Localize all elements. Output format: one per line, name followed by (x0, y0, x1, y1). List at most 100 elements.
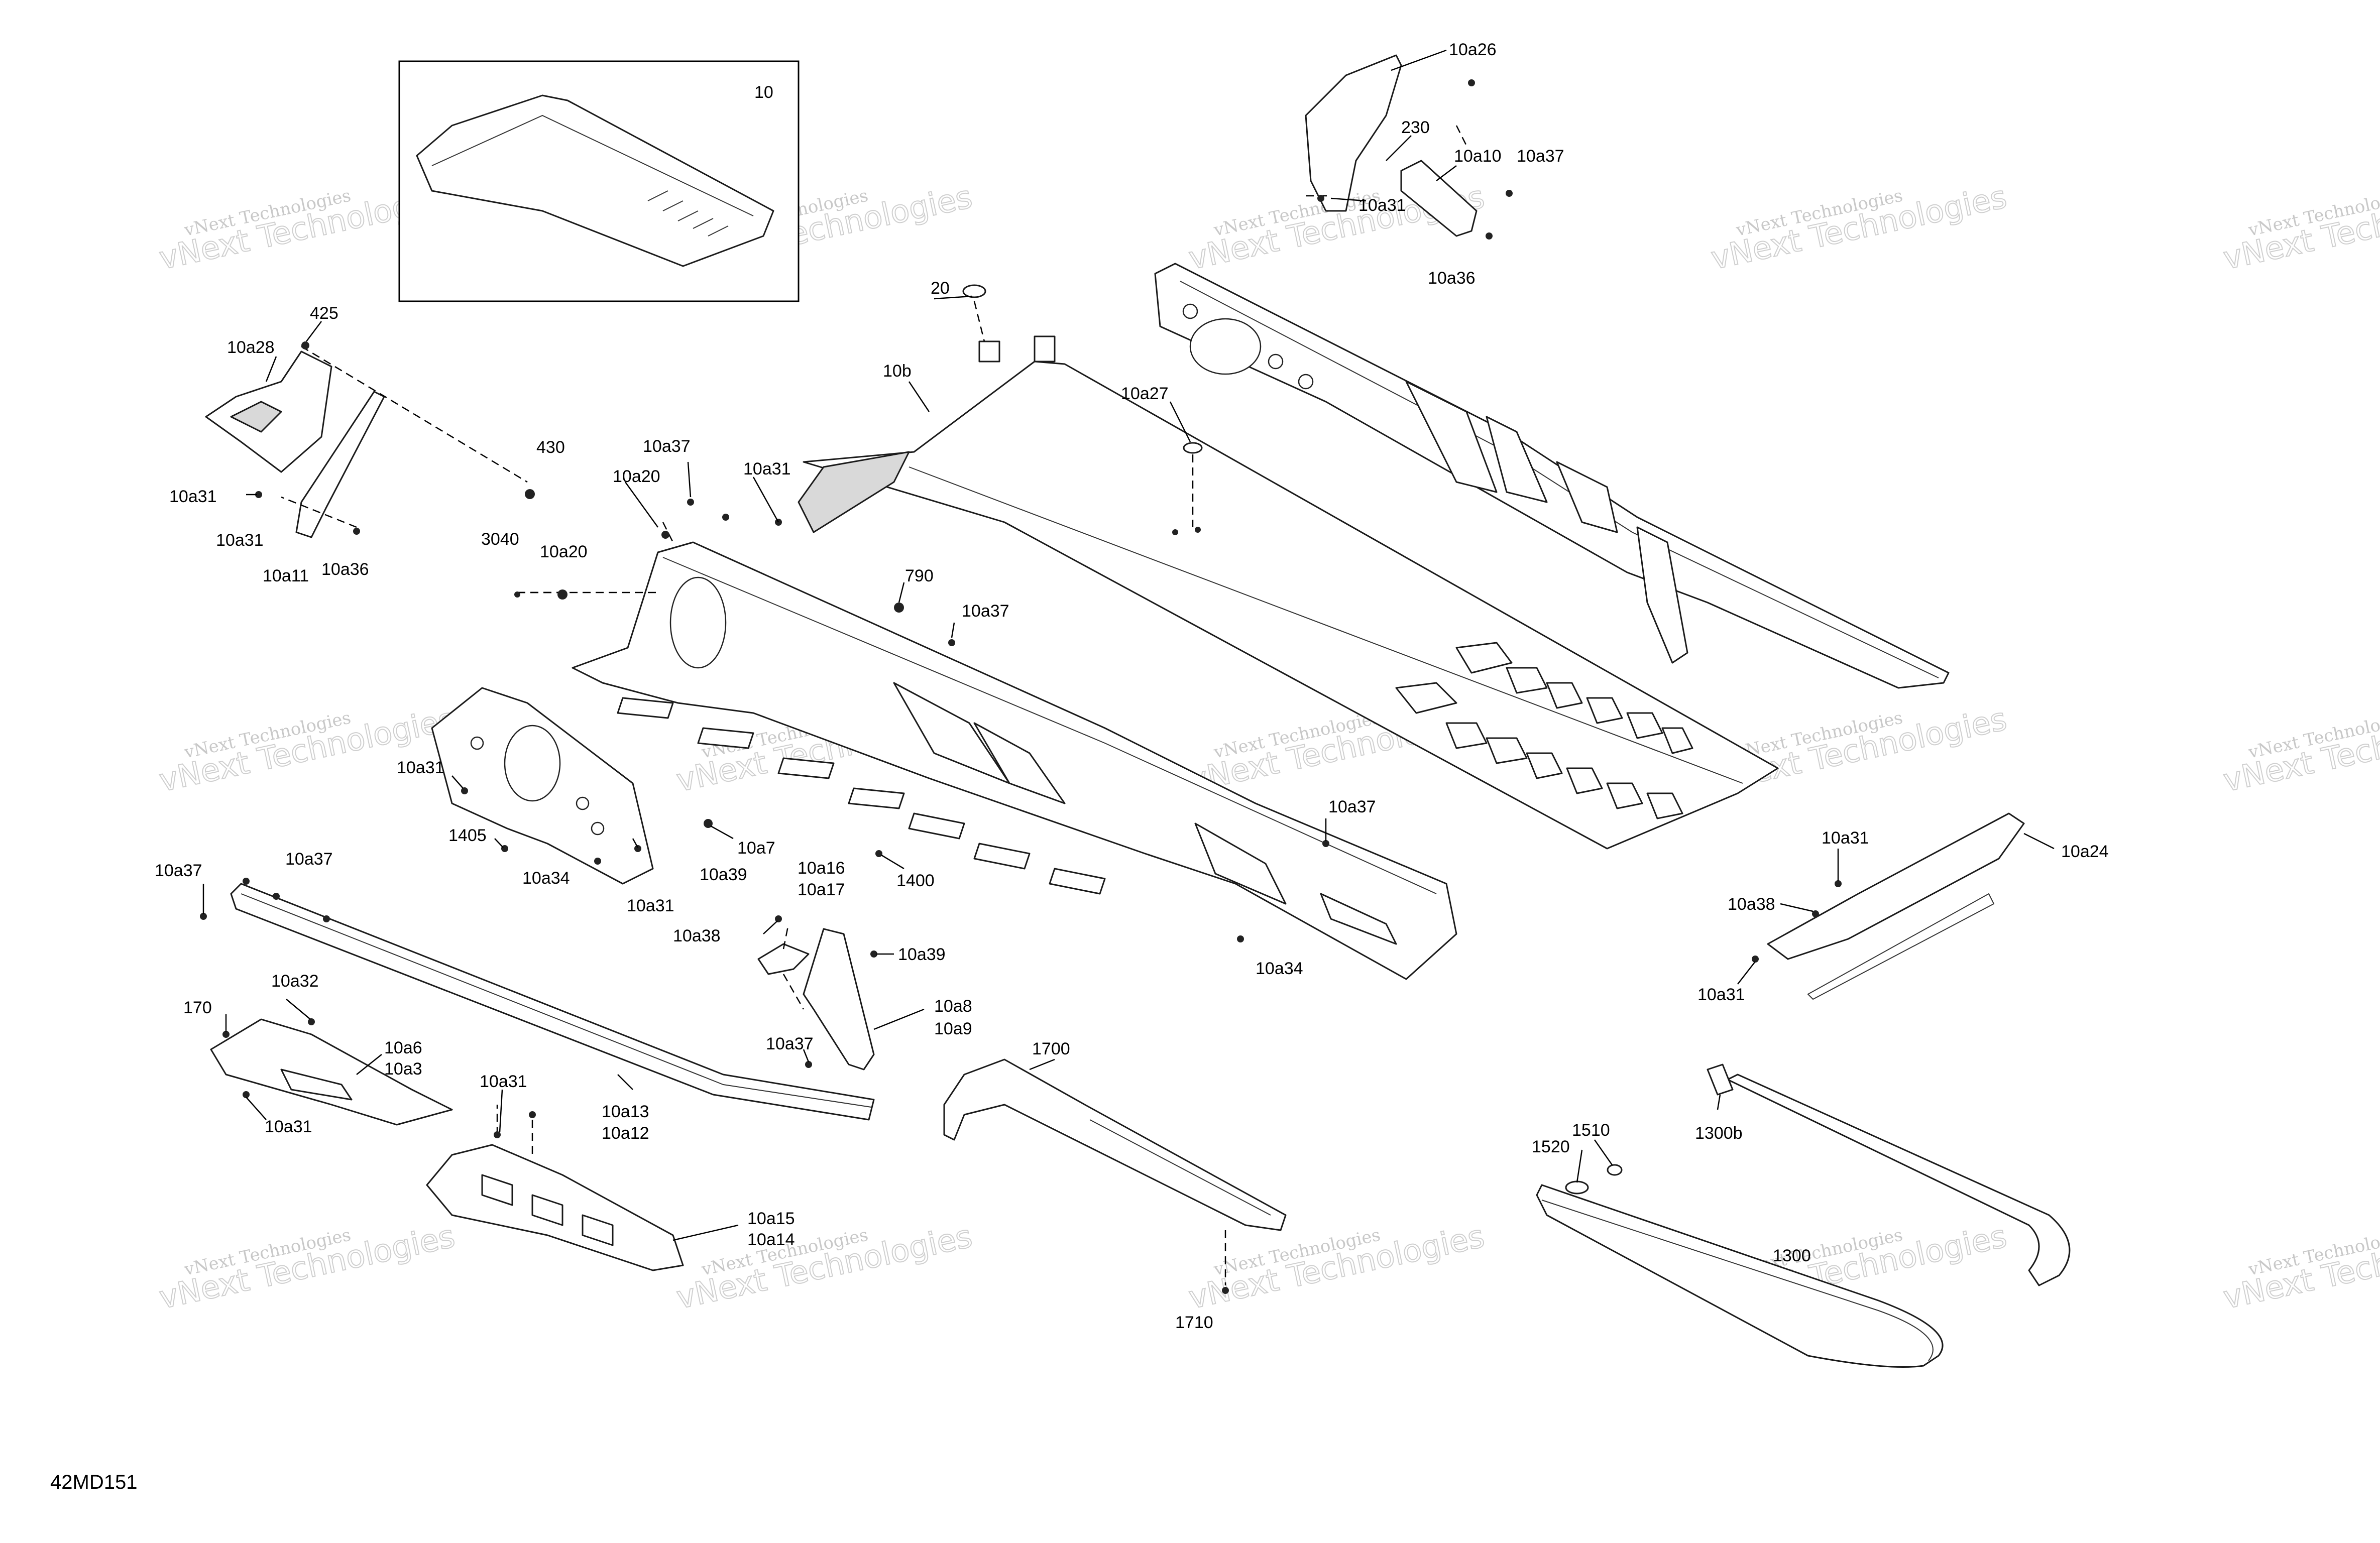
callout-label: 10a34 (522, 869, 570, 888)
callout-label: 1710 (1175, 1313, 1213, 1332)
right-rail-hole (1182, 303, 1198, 319)
callout-label: 10a37 (643, 437, 691, 456)
plug-20 (962, 284, 986, 298)
top-plate-edge (909, 466, 1743, 784)
bracket-1700-outline (943, 1058, 1287, 1231)
inner-plate-hole (591, 821, 605, 836)
callout-label: 10a37 (962, 602, 1009, 621)
support-slot (531, 1194, 563, 1226)
assembly-lines (281, 125, 1467, 1285)
inset-tunnel-vents (647, 190, 729, 236)
callout-label: 10a20 (613, 467, 660, 486)
bracket-1700 (943, 1058, 1287, 1231)
inner-plate-hole (470, 736, 484, 750)
inner-plate-hole-large (504, 725, 561, 802)
watermark-text: vNext Technologies (2220, 700, 2380, 799)
callout-label: 10a6 (384, 1038, 422, 1057)
left-rear-bracket (205, 350, 385, 538)
callout-label: 10a36 (1428, 269, 1476, 288)
callout-label: 10a15 (747, 1209, 795, 1228)
callout-label: 10a16 (798, 859, 845, 878)
bumper-loop-side (1727, 1074, 2071, 1286)
fastener (1172, 529, 1178, 535)
callout-label: 10a34 (1256, 959, 1303, 978)
callout-label: 10a31 (627, 896, 674, 915)
callout-label: 3040 (481, 530, 519, 549)
callout-label: 10a31 (1358, 196, 1406, 215)
callout-label: 1300 (1773, 1246, 1811, 1265)
callout-label: 1400 (896, 871, 935, 890)
left-rail-vent-3 (1194, 822, 1287, 905)
watermark-text: vNext Technologies (2220, 178, 2380, 277)
callout-label: 1300b (1695, 1124, 1743, 1143)
top-plate-cutouts (1395, 642, 1693, 819)
callout-label: 10a12 (602, 1124, 649, 1143)
left-rail-hole-large (669, 576, 727, 669)
callout-label: 230 (1401, 118, 1430, 137)
inner-side-plate (431, 687, 654, 885)
callout-label: 10a31 (743, 459, 791, 479)
callout-label: 10a31 (1697, 985, 1745, 1004)
callout-label: 20 (931, 279, 950, 298)
callout-label: 425 (310, 304, 338, 323)
inset-label: 10 (754, 83, 773, 102)
bracket-10a26 (1305, 54, 1402, 212)
callout-label: 10a31 (169, 487, 217, 506)
watermark-text: vNext Technologies (2220, 1218, 2380, 1316)
callout-label: 10a39 (700, 865, 747, 884)
callout-label: 10a32 (271, 972, 319, 991)
bracket-10a6-outline (210, 1018, 453, 1126)
tunnel-left-rail (572, 541, 1457, 980)
tunnel-right-rail (1154, 263, 1950, 689)
callout-label: 10a28 (227, 338, 275, 357)
top-plate-outline (803, 361, 1779, 850)
leader-lines (202, 49, 2055, 1241)
rail-10a24-outline (1767, 812, 2025, 960)
support-10a15 (426, 1144, 684, 1271)
bumper-1300 (1536, 1063, 2071, 1368)
callout-label: 10a24 (2061, 842, 2109, 861)
callout-label: 10a37 (766, 1034, 814, 1053)
callout-label: 1510 (1572, 1121, 1610, 1140)
bumper-loop-groove (1541, 1200, 1934, 1361)
callout-label: 10a8 (934, 997, 972, 1016)
inner-plate-hole (576, 796, 590, 810)
top-plate-front-curl (798, 451, 910, 533)
brackets-10a16-10a8 (757, 928, 875, 1071)
callout-label: 10a11 (263, 566, 309, 585)
support-slot (582, 1214, 614, 1246)
callout-label: 170 (183, 998, 212, 1017)
callout-label: 10a39 (898, 945, 946, 964)
callout-label: 10a3 (384, 1059, 422, 1079)
bracket-10a8 (803, 928, 875, 1071)
right-rail-vent-1 (1405, 381, 1498, 493)
callout-label: 10b (883, 362, 912, 381)
bolt-1510 (1607, 1164, 1623, 1176)
front-bar-outline (230, 883, 875, 1121)
rail-10a24 (1767, 812, 2025, 1000)
callout-label: 10a10 (1454, 147, 1502, 166)
callout-label: 430 (536, 438, 565, 457)
callout-label: 10a38 (1728, 895, 1775, 914)
top-plate-boss-1 (978, 340, 1000, 363)
callout-label: 1700 (1032, 1039, 1070, 1058)
washer-1520 (1565, 1180, 1589, 1195)
right-rail-hole-large (1189, 318, 1262, 375)
grommet-10a27 (1183, 442, 1203, 454)
right-rail-hole (1268, 353, 1284, 370)
left-rail-vent-4 (1320, 893, 1397, 945)
bracket-10a6-slot (280, 1069, 353, 1101)
tunnel-top-plate (798, 284, 1779, 850)
callout-label: 10a26 (1449, 40, 1497, 59)
callout-label: 10a37 (1517, 147, 1564, 166)
inset-assembly-10: 10 (398, 60, 800, 302)
callout-label: 10a14 (747, 1230, 795, 1249)
callout-labels: 10a26 230 10a10 10a37 10a31 10a36 20 10b… (155, 40, 2109, 1332)
fasteners (200, 79, 1842, 1294)
inset-tunnel-ridge (431, 114, 754, 216)
right-rail-vent-2 (1486, 416, 1548, 503)
left-rail-cutouts (617, 697, 1106, 895)
right-rear-bracket (1305, 54, 1478, 237)
callout-label: 10a37 (285, 850, 333, 869)
